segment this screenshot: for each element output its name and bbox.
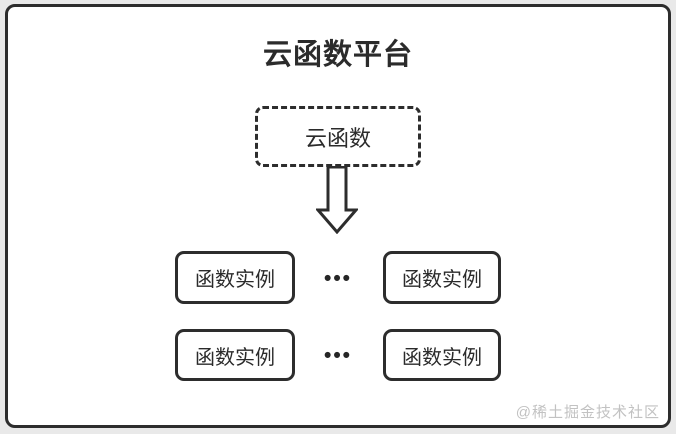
cloud-function-node: 云函数 xyxy=(255,106,421,167)
function-instance-node: 函数实例 xyxy=(383,251,501,304)
ellipsis-row-2: ••• xyxy=(323,344,353,367)
function-instance-node: 函数实例 xyxy=(175,329,295,381)
function-instance-label: 函数实例 xyxy=(195,346,275,369)
ellipsis-row-1: ••• xyxy=(323,267,353,290)
function-instance-label: 函数实例 xyxy=(195,269,275,291)
function-instance-node: 函数实例 xyxy=(175,251,295,304)
page-title: 云函数平台 xyxy=(262,39,413,71)
down-arrow-icon xyxy=(316,166,358,234)
cloud-function-label: 云函数 xyxy=(304,125,371,151)
function-instance-node: 函数实例 xyxy=(383,329,501,381)
function-instance-label: 函数实例 xyxy=(402,269,482,291)
watermark: @稀土掘金技术社区 xyxy=(515,404,660,421)
function-instance-label: 函数实例 xyxy=(402,346,482,369)
